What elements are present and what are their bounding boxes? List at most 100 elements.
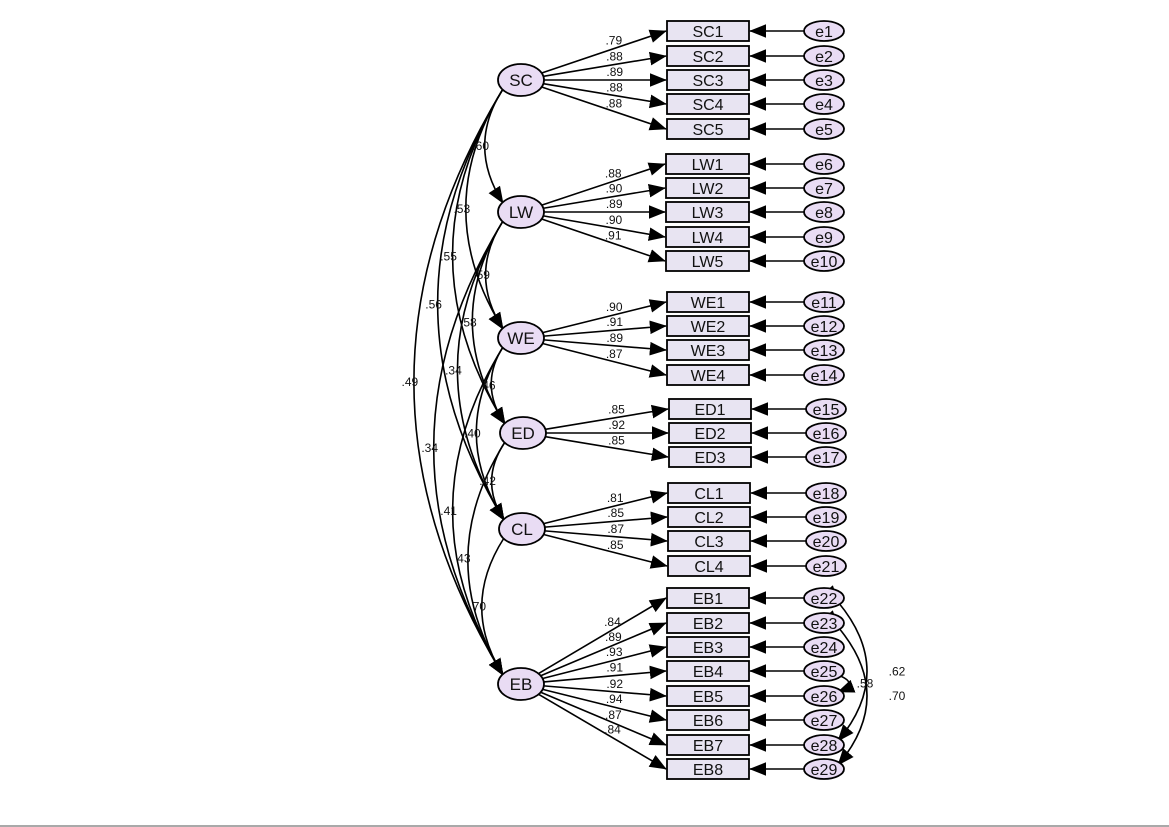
error-label: e1	[815, 24, 833, 41]
indicator-label: ED3	[694, 450, 725, 467]
loading-label: .92	[608, 418, 625, 432]
correlation-label: .70	[469, 600, 486, 614]
correlation-arc-sc-we	[465, 71, 518, 330]
indicator-label: EB3	[693, 640, 723, 657]
error-e8-ellipse	[803, 201, 845, 223]
error-e17-ellipse	[805, 446, 847, 468]
indicator-eb1-box	[666, 587, 750, 609]
error-label: e28	[811, 738, 838, 755]
indicator-lw1-box	[665, 153, 750, 175]
loading-label: .91	[605, 228, 622, 242]
indicator-label: WE3	[691, 343, 726, 360]
loading-path-eb4	[543, 665, 667, 683]
indicator-label: EB5	[693, 689, 723, 706]
indicator-we2-box	[666, 315, 750, 337]
loading-label: .88	[606, 50, 623, 64]
correlation-arc-lw-eb	[433, 203, 518, 676]
indicator-label: ED1	[694, 402, 725, 419]
error-label: e5	[815, 122, 833, 139]
correlation-label: .56	[425, 298, 442, 312]
indicator-eb8-box	[666, 758, 750, 780]
correlation-label: .42	[479, 474, 496, 488]
loading-path-we3	[543, 339, 667, 356]
error-label: e9	[815, 230, 833, 247]
indicator-lw5-box	[665, 250, 750, 272]
indicator-label: EB2	[693, 616, 723, 633]
error-e20-ellipse	[805, 530, 847, 552]
correlation-label: .40	[464, 427, 481, 441]
error-e15-ellipse	[805, 398, 847, 420]
indicator-sc1-box	[666, 20, 750, 42]
correlation-label: .53	[453, 202, 470, 216]
loading-label: .79	[605, 34, 622, 48]
error-label: e29	[811, 762, 838, 779]
indicator-cl1-box	[667, 482, 751, 504]
loading-path-we4	[542, 342, 667, 378]
loading-path-ed1	[545, 404, 669, 431]
indicator-label: SC1	[692, 24, 723, 41]
indicator-eb7-box	[666, 734, 750, 756]
error-label: e4	[815, 97, 833, 114]
indicator-label: LW1	[692, 157, 724, 174]
loading-label: .94	[606, 692, 623, 706]
loading-path-eb5	[543, 685, 667, 702]
loading-path-eb6	[542, 688, 667, 723]
loading-path-cl4	[543, 533, 668, 569]
latent-cl-ellipse	[498, 512, 546, 546]
indicator-eb3-box	[666, 636, 750, 658]
loading-path-lw2	[543, 183, 666, 210]
latent-sc-ellipse	[497, 63, 545, 97]
error-covariance-e23-e29	[822, 610, 868, 766]
correlation-label: .34	[421, 441, 438, 455]
error-e16-ellipse	[805, 422, 847, 444]
indicator-label: EB8	[693, 762, 723, 779]
loading-path-eb3	[542, 644, 667, 680]
correlation-label: .49	[402, 375, 419, 389]
loading-path-lw5	[541, 218, 666, 263]
indicator-ed3-box	[668, 446, 752, 468]
error-e27-ellipse	[803, 709, 845, 731]
indicator-label: EB7	[693, 738, 723, 755]
error-label: e22	[811, 591, 838, 608]
latent-label: EB	[510, 675, 533, 694]
indicator-eb4-box	[666, 660, 750, 682]
loading-path-lw4	[543, 215, 666, 241]
correlation-arc-sc-ed	[451, 71, 518, 425]
loading-label: .89	[606, 197, 623, 211]
error-e7-ellipse	[803, 177, 845, 199]
indicator-label: CL2	[694, 510, 723, 527]
error-e4-ellipse	[803, 93, 845, 115]
loading-label: .92	[606, 677, 623, 691]
indicator-lw3-box	[665, 201, 750, 223]
indicator-we1-box	[666, 291, 750, 313]
indicator-eb5-box	[666, 685, 750, 707]
correlation-arc-ed-eb	[467, 424, 520, 676]
correlation-label: .58	[460, 316, 477, 330]
loading-label: .91	[606, 315, 623, 329]
loading-label: .85	[608, 433, 625, 447]
correlation-label: 43	[457, 552, 471, 566]
indicator-label: SC4	[692, 97, 723, 114]
error-e22-ellipse	[803, 587, 845, 609]
loading-label: .88	[605, 166, 622, 180]
correlation-arc-we-eb	[451, 329, 518, 676]
error-e5-ellipse	[803, 118, 845, 140]
loading-label: .88	[605, 96, 622, 110]
error-e9-ellipse	[803, 226, 845, 248]
loading-path-cl3	[544, 530, 668, 547]
loading-label: .85	[607, 538, 624, 552]
error-label: e18	[813, 486, 840, 503]
loading-path-we1	[542, 299, 667, 334]
error-e1-ellipse	[803, 20, 845, 42]
indicator-eb2-box	[666, 612, 750, 634]
correlation-label: .55	[440, 250, 457, 264]
latent-we-ellipse	[497, 321, 545, 355]
indicator-label: WE2	[691, 319, 726, 336]
loading-path-sc4	[543, 82, 667, 109]
error-label: e12	[811, 319, 838, 336]
error-e24-ellipse	[803, 636, 845, 658]
indicator-label: LW5	[692, 254, 724, 271]
loading-path-lw1	[541, 162, 666, 206]
correlation-arc-sc-eb	[413, 71, 518, 676]
